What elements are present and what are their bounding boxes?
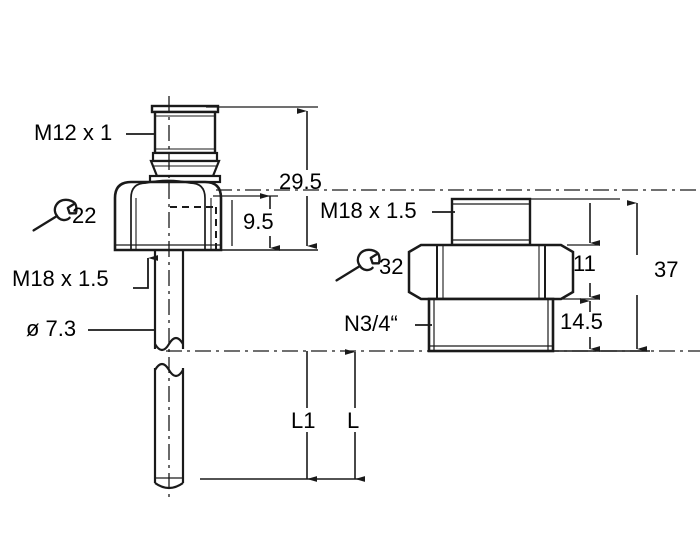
label-dim-L1: L1 — [291, 408, 316, 433]
m18-thread-body — [450, 197, 532, 247]
n34-process-connection — [427, 297, 555, 353]
m12-connector — [148, 104, 222, 184]
label-m18-thread-left: M18 x 1.5 — [12, 266, 109, 291]
label-dim-29-5: 29.5 — [279, 169, 322, 194]
hex-nut-outline — [407, 243, 575, 301]
label-dim-9-5: 9.5 — [243, 209, 274, 234]
label-m18-thread-right: M18 x 1.5 — [320, 198, 417, 223]
label-n34-thread: N3/4“ — [344, 311, 398, 336]
wrench-icon — [32, 198, 78, 232]
label-probe-diameter: ø 7.3 — [26, 316, 77, 341]
m12-shoulder — [151, 151, 219, 163]
leader-m18-left — [133, 255, 158, 289]
hex-edge — [130, 182, 147, 250]
hex-nut-32 — [407, 243, 575, 301]
hex-nut-outline — [113, 180, 223, 252]
wrench-icon — [335, 248, 381, 282]
dim-9-5 — [213, 193, 280, 251]
m12-taper — [149, 159, 221, 178]
label-m12-thread: M12 x 1 — [34, 120, 113, 145]
m12-barrel — [153, 110, 217, 155]
label-dim-L: L — [347, 408, 360, 433]
left-assembly — [113, 96, 223, 497]
hex-edge — [189, 182, 206, 250]
n34-body — [427, 297, 555, 353]
m18-male-thread — [450, 197, 532, 247]
hex-top-curve — [145, 179, 191, 184]
label-dim-37: 37 — [654, 257, 679, 282]
label-wrench-size-22: 22 — [72, 203, 97, 228]
label-dim-14-5: 14.5 — [560, 309, 603, 334]
right-assembly — [407, 197, 575, 353]
label-dim-11: 11 — [573, 251, 596, 276]
label-wrench-size-32: 32 — [379, 254, 404, 279]
hex-nut-22 — [113, 179, 223, 252]
